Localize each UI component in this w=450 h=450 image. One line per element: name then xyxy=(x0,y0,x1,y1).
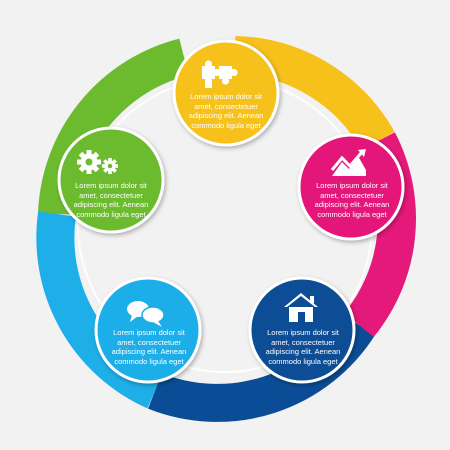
node-text-top: Lorem ipsum dolor sit amet, consectetuer… xyxy=(176,92,276,130)
node-circle-top xyxy=(172,39,280,147)
text-line: amet, consectetuer xyxy=(79,190,143,200)
text-line: commodo ligula eget xyxy=(76,209,146,219)
text-line: adipiscing elit. Aenean xyxy=(111,347,187,357)
text-line: Lorem ipsum dolor sit xyxy=(75,181,147,190)
home-icon xyxy=(284,293,318,322)
text-line: commodo ligula eget xyxy=(268,356,338,366)
text-line: Lorem ipsum dolor sit xyxy=(190,92,262,101)
text-line: Lorem ipsum dolor sit xyxy=(316,181,388,190)
text-line: adipiscing elit. Aenean xyxy=(314,200,390,210)
text-line: adipiscing elit. Aenean xyxy=(188,111,264,121)
chart-arrow-icon xyxy=(330,149,366,176)
text-line: amet, consectetuer xyxy=(117,337,181,347)
text-line: amet, consectetuer xyxy=(271,337,335,347)
text-line: commodo ligula eget xyxy=(114,356,184,366)
node-text-left: Lorem ipsum dolor sit amet, consectetuer… xyxy=(61,181,161,219)
node-circle-bottom-right xyxy=(248,276,356,384)
node-circle-right xyxy=(297,133,405,241)
chat-bubbles-icon xyxy=(127,301,165,327)
text-line: amet, consectetuer xyxy=(320,190,384,200)
text-line: Lorem ipsum dolor sit xyxy=(267,328,339,337)
text-line: commodo ligula eget xyxy=(191,120,261,130)
node-circle-bottom-left xyxy=(94,276,202,384)
text-line: amet, consectetuer xyxy=(194,101,258,111)
text-line: Lorem ipsum dolor sit xyxy=(113,328,185,337)
text-line: adipiscing elit. Aenean xyxy=(265,347,341,357)
node-text-right: Lorem ipsum dolor sit amet, consectetuer… xyxy=(302,181,402,219)
gears-icon xyxy=(77,150,118,174)
node-circle-left xyxy=(57,126,165,234)
text-line: adipiscing elit. Aenean xyxy=(73,200,149,210)
text-line: commodo ligula eget xyxy=(317,209,387,219)
puzzle-icon xyxy=(202,60,238,88)
node-text-bottom-right: Lorem ipsum dolor sit amet, consectetuer… xyxy=(253,328,353,366)
node-text-bottom-left: Lorem ipsum dolor sit amet, consectetuer… xyxy=(99,328,199,366)
